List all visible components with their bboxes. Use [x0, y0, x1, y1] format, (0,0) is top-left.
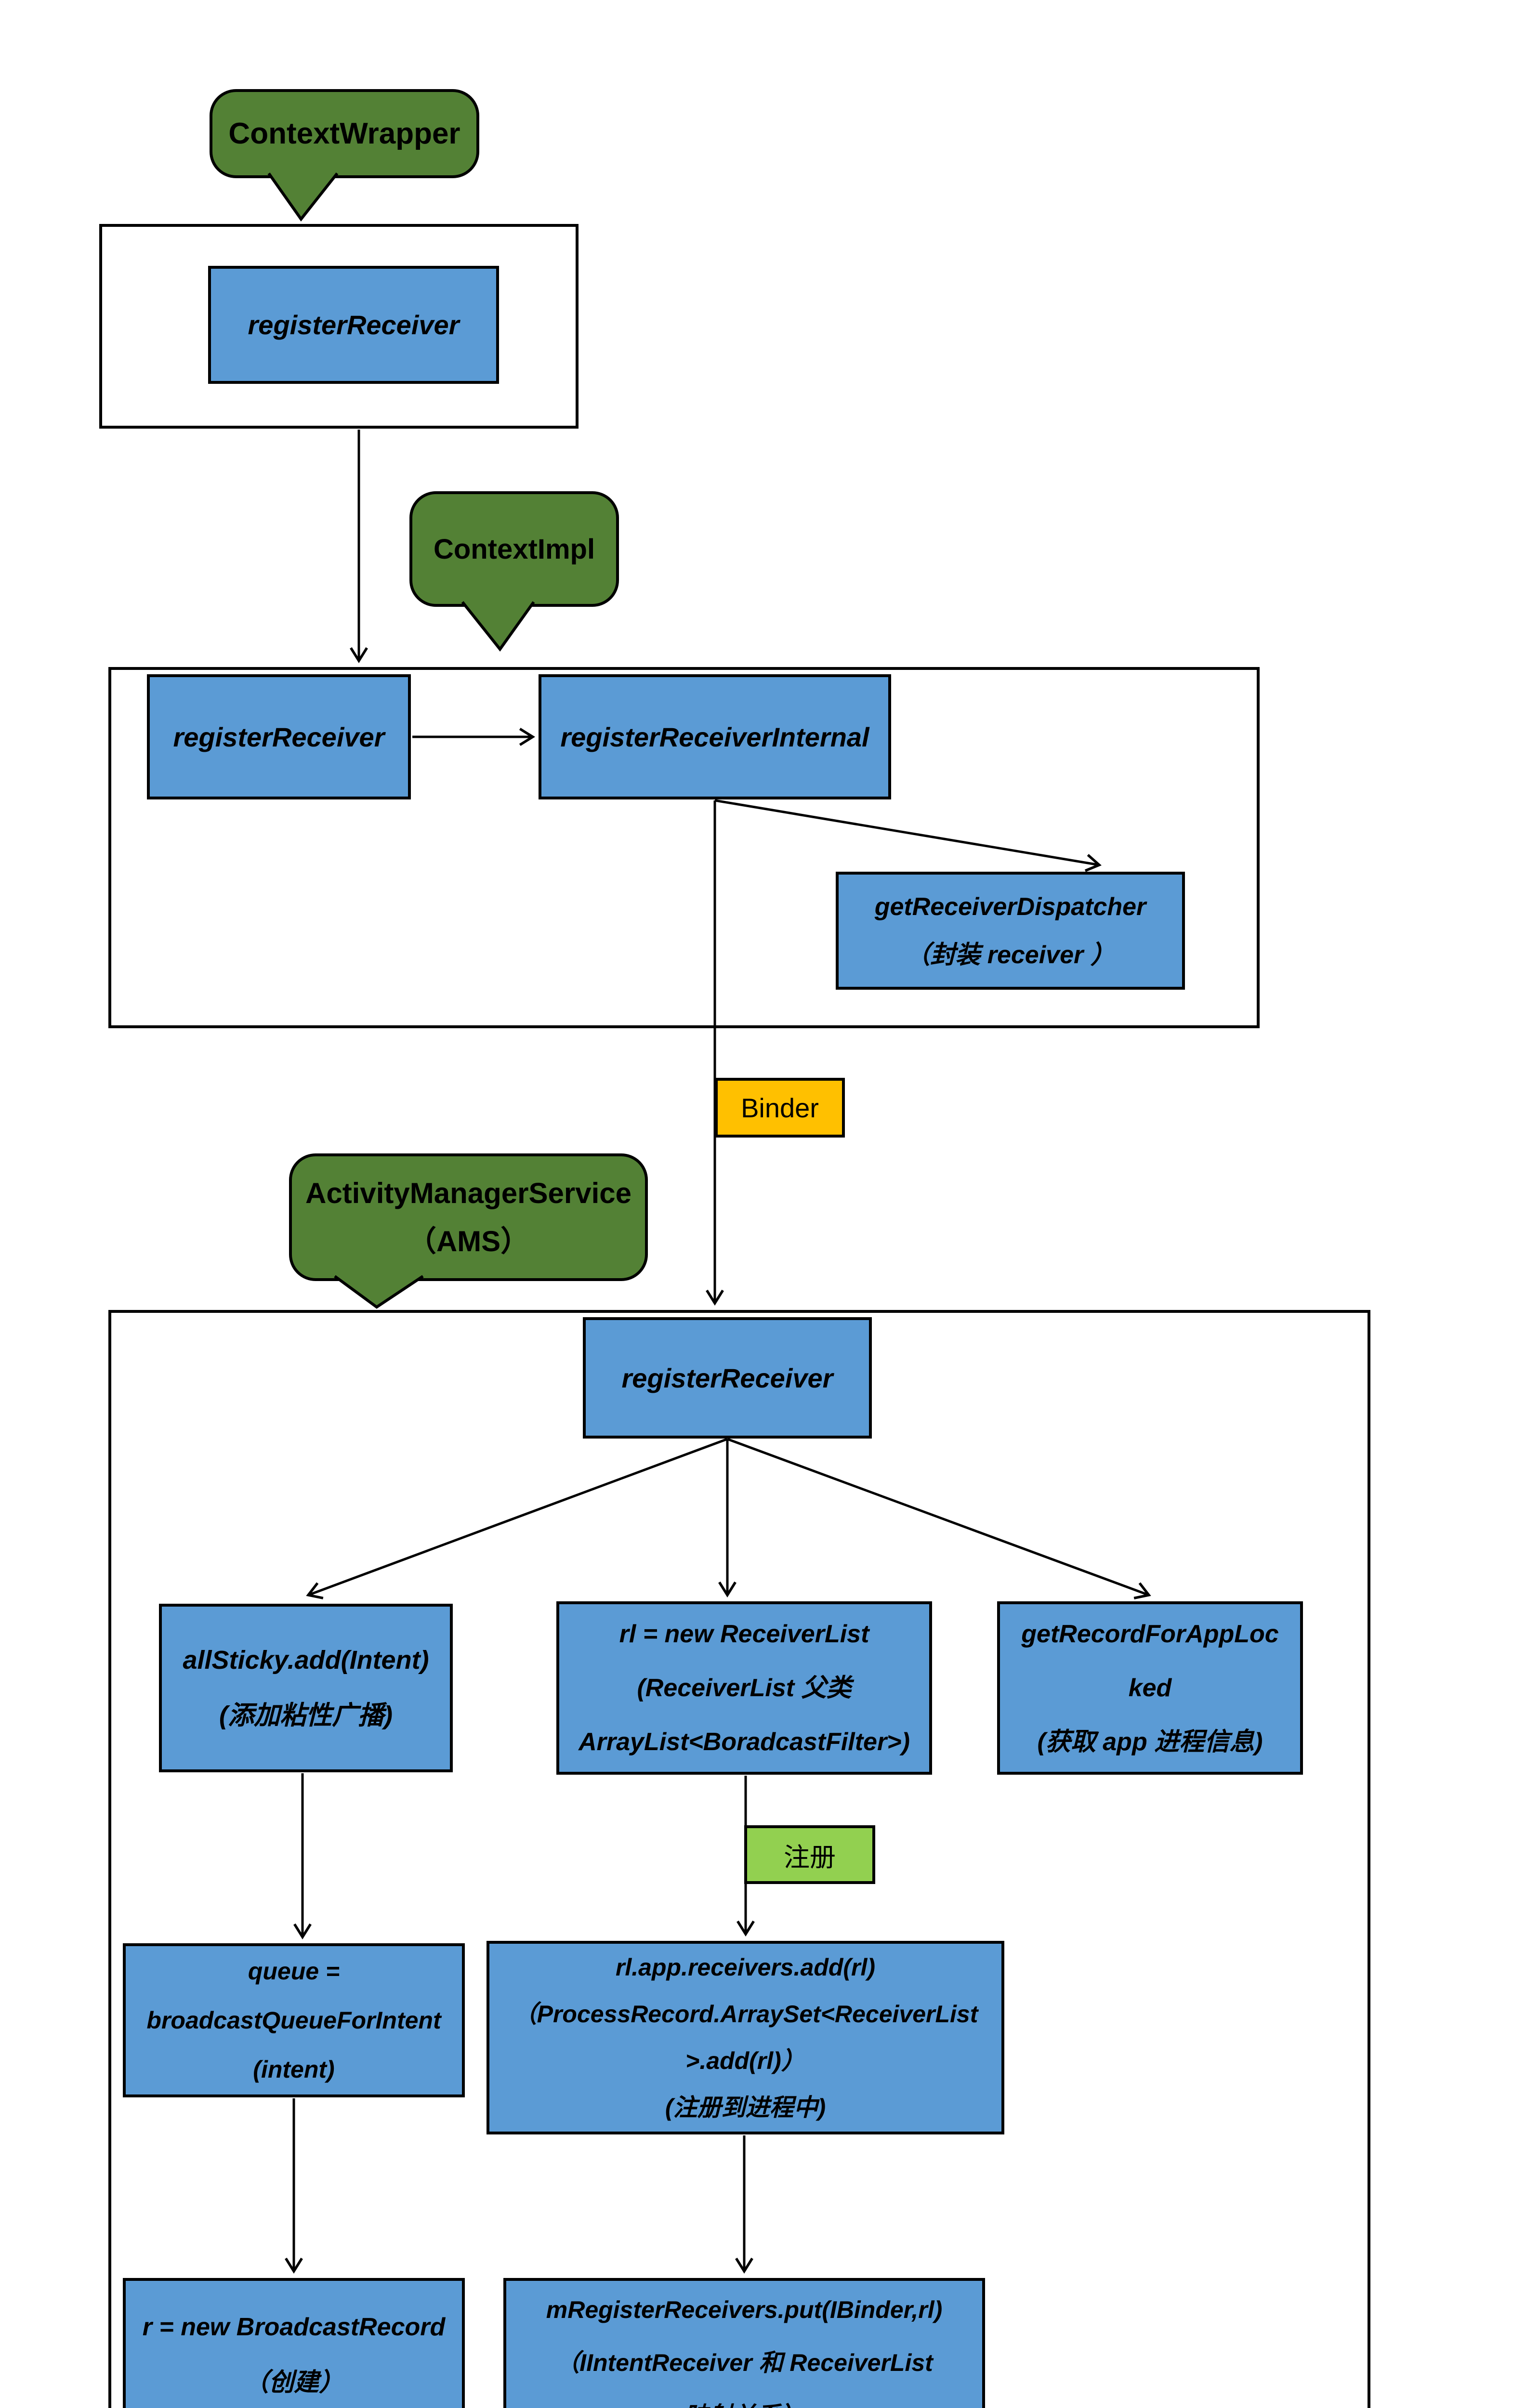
bubble-contextimpl: ContextImpl	[409, 491, 619, 607]
bubble-label: ContextImpl	[433, 533, 595, 565]
node-m-register-receivers: mRegisterReceivers.put(IBinder,rl) （IInt…	[503, 2278, 985, 2408]
node-text-line: >.add(rl)）	[685, 2047, 805, 2074]
node-text-line: getRecordForAppLoc	[1021, 1620, 1279, 1648]
bubble-contextwrapper: ContextWrapper	[210, 89, 479, 178]
node-text-line: allSticky.add(Intent)	[183, 1646, 429, 1675]
node-register-receiver-impl: registerReceiver	[147, 674, 411, 799]
label-register: 注册	[744, 1825, 875, 1884]
node-text-line: (注册到进程中)	[665, 2094, 826, 2121]
node-text-line: getReceiverDispatcher	[874, 892, 1146, 921]
node-register-receiver-ams: registerReceiver	[583, 1317, 872, 1439]
node-text-line: 映射关系）	[506, 2389, 982, 2408]
bubble-label: ActivityManagerService	[305, 1177, 631, 1209]
node-rl-app-receivers: rl.app.receivers.add(rl) （ProcessRecord.…	[487, 1941, 1004, 2134]
node-text-line: （IIntentReceiver 和 ReceiverList	[555, 2349, 933, 2376]
node-text-line: ked	[1128, 1674, 1172, 1702]
node-get-record-for-app: getRecordForAppLoc ked (获取 app 进程信息)	[997, 1601, 1303, 1775]
node-text-line: (intent)	[253, 2056, 335, 2083]
frame-contextwrapper	[99, 224, 579, 429]
frame-contextimpl	[108, 667, 1260, 1028]
node-text-line: queue =	[248, 1958, 340, 1985]
node-text-line: broadcastQueueForIntent	[146, 2007, 441, 2034]
node-text-line: （ProcessRecord.ArraySet<ReceiverList	[513, 2001, 978, 2028]
label-binder: Binder	[715, 1078, 845, 1138]
node-text-line: registerReceiver	[173, 721, 385, 752]
node-text-line: mRegisterReceivers.put(IBinder,rl)	[546, 2296, 943, 2323]
bubble-tail-contextwrapper	[267, 172, 339, 222]
node-all-sticky: allSticky.add(Intent) (添加粘性广播)	[159, 1604, 453, 1772]
node-broadcast-record: r = new BroadcastRecord （创建）	[123, 2278, 465, 2408]
node-get-receiver-dispatcher: getReceiverDispatcher （封装 receiver ）	[836, 872, 1185, 990]
bubble-label: ContextWrapper	[228, 117, 460, 150]
node-register-receiver-internal: registerReceiverInternal	[539, 674, 891, 799]
node-text-line: (添加粘性广播)	[219, 1701, 393, 1730]
node-rl-new-receiverlist: rl = new ReceiverList (ReceiverList 父类 A…	[556, 1601, 932, 1775]
node-text-line: ArrayList<BoradcastFilter>)	[579, 1728, 910, 1756]
node-text-line: 注册	[784, 1843, 836, 1872]
node-text-line: Binder	[741, 1092, 819, 1123]
node-text-line: registerReceiver	[621, 1362, 833, 1393]
node-text-line: r = new BroadcastRecord	[142, 2313, 446, 2341]
node-text-line: （创建）	[243, 2369, 344, 2396]
bubble-ams: ActivityManagerService （AMS）	[289, 1153, 648, 1281]
node-text-line: (ReceiverList 父类	[637, 1674, 852, 1702]
frame-ams	[108, 1310, 1370, 2408]
node-text-line: rl = new ReceiverList	[619, 1620, 869, 1648]
bubble-label: （AMS）	[407, 1225, 530, 1257]
node-queue-for-intent: queue = broadcastQueueForIntent (intent)	[123, 1943, 465, 2097]
bubble-tail-contextimpl	[461, 601, 535, 652]
node-text-line: （封装 receiver ）	[905, 941, 1116, 969]
node-text-line: registerReceiverInternal	[560, 721, 869, 752]
node-text-line: (获取 app 进程信息)	[1037, 1728, 1263, 1756]
node-text-line: registerReceiver	[248, 310, 460, 340]
node-text-line: rl.app.receivers.add(rl)	[615, 1954, 876, 1981]
node-register-receiver-wrapper: registerReceiver	[208, 266, 499, 384]
